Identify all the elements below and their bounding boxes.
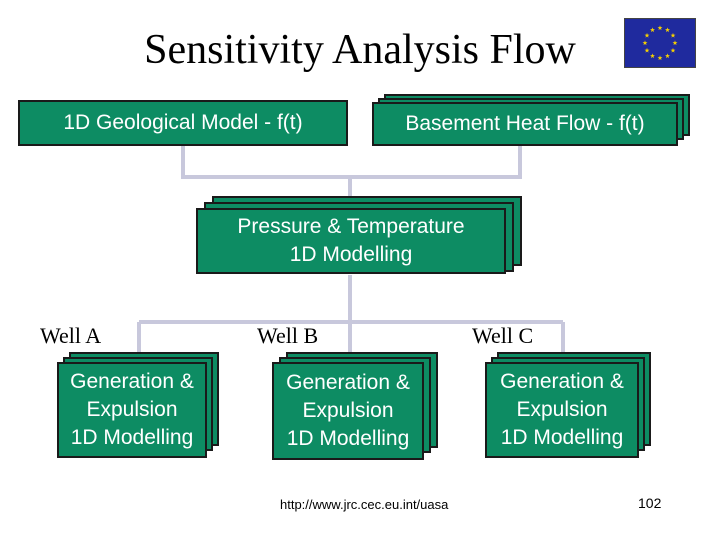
star-icon: [670, 47, 676, 53]
well-c-label: Well C: [472, 323, 534, 348]
slide-title: Sensitivity Analysis Flow: [144, 27, 576, 73]
generation-expulsion-box-b: Generation & Expulsion 1D Modelling: [272, 362, 424, 460]
star-icon: [644, 32, 650, 38]
ge-c-line-2: Expulsion: [516, 398, 608, 422]
star-icon: [665, 53, 670, 59]
ge-b-line-2: Expulsion: [302, 399, 394, 423]
ge-b-line-3: 1D Modelling: [286, 426, 410, 450]
ge-a-line-2: Expulsion: [86, 398, 178, 422]
heat-flow-box: Basement Heat Flow - f(t): [372, 102, 678, 146]
well-b-label: Well B: [257, 323, 319, 348]
ge-a-line-3: 1D Modelling: [70, 425, 194, 449]
star-icon: [657, 55, 663, 61]
page-number: 102: [638, 495, 662, 511]
star-icon: [644, 47, 650, 53]
pt-line-2: 1D Modelling: [289, 243, 413, 266]
star-icon: [642, 40, 648, 46]
generation-expulsion-box-c: Generation & Expulsion 1D Modelling: [485, 362, 639, 458]
connector-heatflow: [350, 146, 522, 179]
pressure-temperature-box: Pressure & Temperature 1D Modelling: [196, 208, 506, 274]
ge-a-line-1: Generation &: [70, 370, 194, 394]
ge-b-line-1: Generation &: [286, 371, 410, 395]
pt-line-1: Pressure & Temperature: [237, 215, 465, 239]
geological-model-box: 1D Geological Model - f(t): [18, 100, 348, 146]
star-icon: [670, 32, 676, 38]
heat-flow-label: Basement Heat Flow - f(t): [405, 112, 645, 136]
star-icon: [665, 27, 670, 33]
generation-expulsion-box-a: Generation & Expulsion 1D Modelling: [57, 362, 207, 458]
star-icon: [672, 40, 678, 46]
connector-geological: [181, 146, 350, 179]
star-icon: [657, 25, 663, 31]
ge-c-line-1: Generation &: [500, 370, 624, 394]
eu-flag-logo: [624, 18, 696, 68]
star-icon: [650, 53, 655, 59]
geological-model-label: 1D Geological Model - f(t): [63, 111, 303, 135]
ge-c-line-3: 1D Modelling: [500, 425, 624, 449]
star-icon: [650, 27, 655, 33]
footer-url: http://www.jrc.cec.eu.int/uasa: [280, 497, 449, 512]
well-a-label: Well A: [40, 323, 102, 348]
